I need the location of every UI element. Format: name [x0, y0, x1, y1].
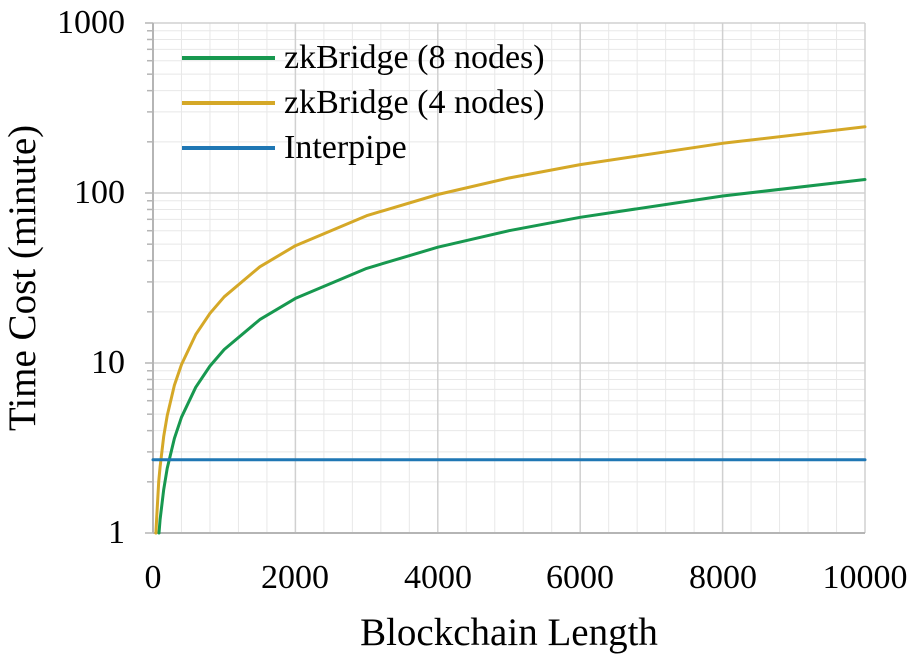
x-tick-label-8000: 8000: [689, 559, 757, 596]
y-axis-title: Time Cost (minute): [1, 124, 44, 432]
y-tick-label-10: 10: [91, 344, 125, 381]
x-tick-label-4000: 4000: [404, 559, 472, 596]
x-axis-title: Blockchain Length: [360, 611, 658, 654]
legend-label: Interpipe: [284, 129, 407, 166]
curve-zkbridge-8-nodes: [157, 178, 867, 535]
x-tick-label-2000: 2000: [261, 559, 329, 596]
x-tick-label-0: 0: [144, 559, 162, 596]
legend-item-zkbridge-4-nodes: zkBridge (4 nodes): [182, 80, 545, 125]
legend: zkBridge (8 nodes) zkBridge (4 nodes) In…: [182, 35, 545, 170]
zkbridge-4-nodes-line-swatch: [182, 100, 275, 105]
y-tick-label-1000: 1000: [57, 4, 125, 41]
curve-zkbridge-4-nodes: [154, 125, 867, 535]
y-tick-label-100: 100: [74, 174, 125, 211]
x-tick-label-6000: 6000: [546, 559, 614, 596]
zkbridge-8-nodes-line-swatch: [182, 55, 275, 60]
plot-area: [145, 22, 867, 535]
y-tick-label-1: 1: [108, 514, 125, 551]
interpipe-line-swatch: [182, 145, 275, 150]
legend-label: zkBridge (4 nodes): [284, 84, 545, 121]
legend-item-interpipe: Interpipe: [182, 125, 545, 170]
x-tick-label-10000: 10000: [822, 559, 908, 596]
legend-label: zkBridge (8 nodes): [284, 39, 545, 76]
legend-item-zkbridge-8-nodes: zkBridge (8 nodes): [182, 35, 545, 80]
